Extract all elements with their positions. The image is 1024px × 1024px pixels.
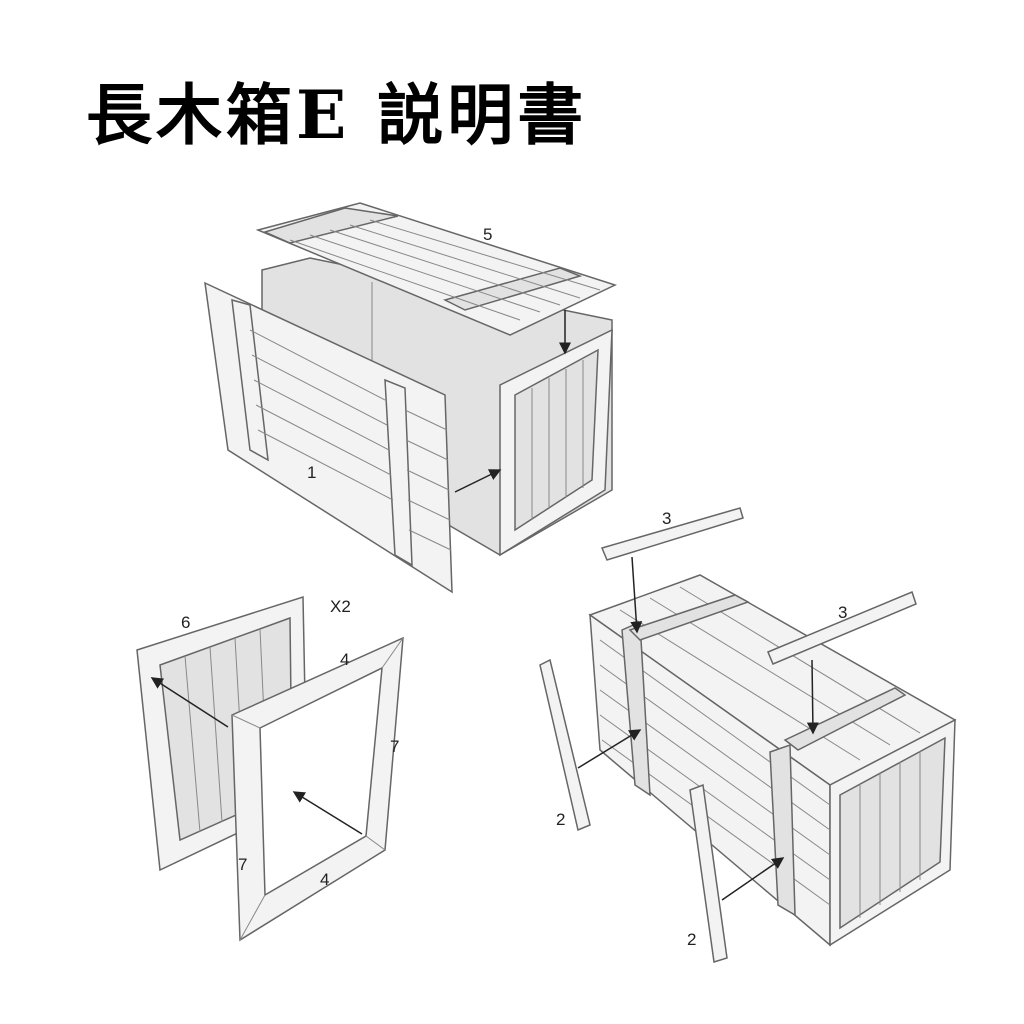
label-strip-right: 2 <box>687 930 696 949</box>
label-end-panel: 6 <box>181 613 190 632</box>
label-frame-bottom: 4 <box>320 870 329 889</box>
label-frame-right: 7 <box>390 737 399 756</box>
strip-2-left <box>539 658 591 832</box>
end-panel-assembly: 6 X2 4 7 7 4 <box>136 595 404 942</box>
label-batten-left: 3 <box>662 509 671 528</box>
batten-3-left <box>600 507 744 561</box>
label-quantity: X2 <box>330 597 351 616</box>
label-side-panel: 1 <box>307 463 316 482</box>
label-frame-left: 7 <box>238 855 247 874</box>
batten-3-right <box>767 590 917 665</box>
page-title: 長木箱E 説明書 <box>86 76 588 154</box>
side-panel-1 <box>204 281 453 594</box>
frame-4-7 <box>231 636 404 942</box>
label-batten-right: 3 <box>838 603 847 622</box>
end-panel-frame <box>499 328 613 557</box>
lid-5 <box>255 202 618 336</box>
strip-2-right <box>689 783 728 963</box>
label-strip-left: 2 <box>556 810 565 829</box>
label-lid: 5 <box>483 225 492 244</box>
label-frame-top: 4 <box>340 650 349 669</box>
open-box-assembly: 5 1 <box>204 202 618 594</box>
closed-box-assembly: 3 3 2 2 <box>539 507 957 963</box>
